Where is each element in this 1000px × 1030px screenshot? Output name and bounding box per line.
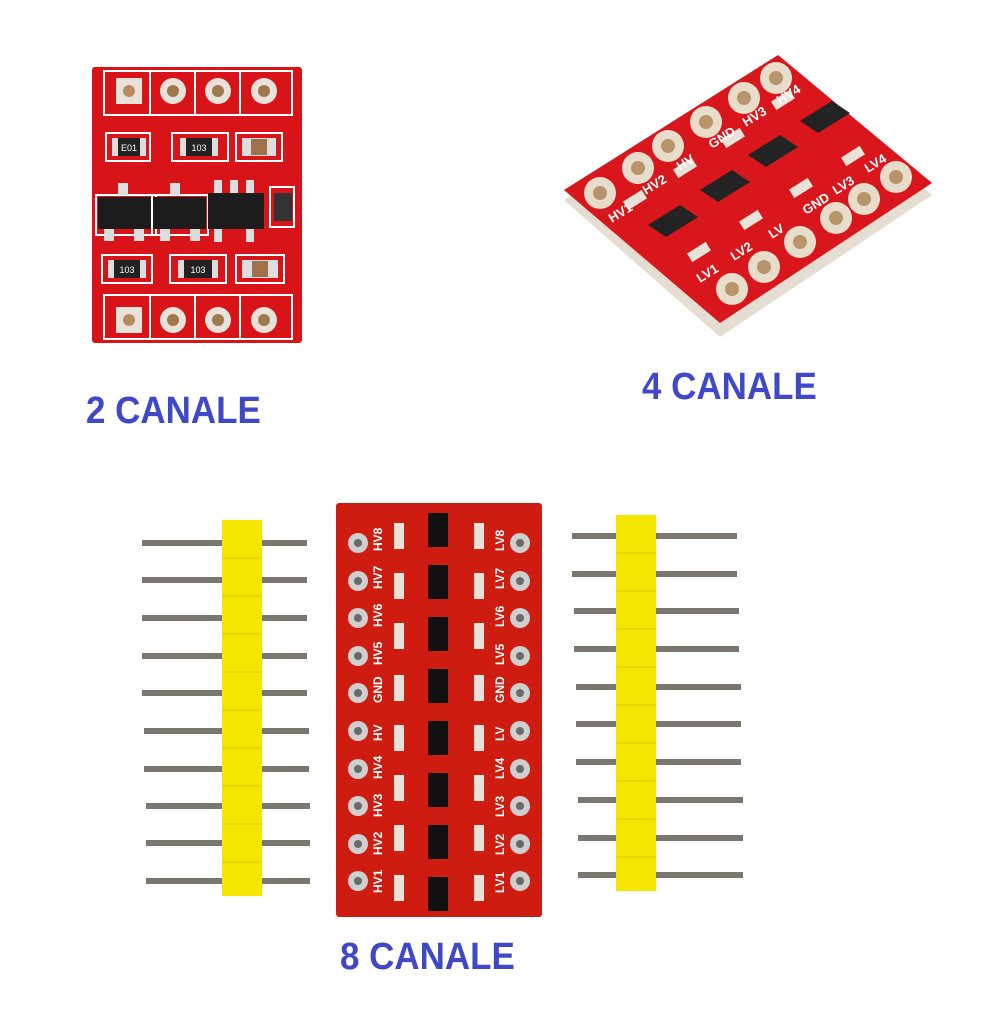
resistor-label: E01 xyxy=(121,143,137,153)
pin-label: LV8 xyxy=(493,530,507,551)
pin-label: LV5 xyxy=(493,644,507,665)
pin-label: HV8 xyxy=(371,527,385,551)
pin-header-left xyxy=(140,520,310,900)
caption-8-channel: 8 CANALE xyxy=(340,936,515,978)
pin-header-right xyxy=(570,515,745,895)
pin-label: HV6 xyxy=(371,603,385,627)
board-4-channel: HV1 HV2 HV GND HV3 HV4 LV1 LV2 LV GND LV… xyxy=(560,55,940,345)
pin-label: LV7 xyxy=(493,568,507,589)
pin-label: HV3 xyxy=(371,793,385,817)
pin-label: LV1 xyxy=(493,872,507,893)
resistor-label: 103 xyxy=(191,143,206,153)
pin-label: HV xyxy=(371,724,385,741)
pin-label: LV xyxy=(493,727,507,741)
caption-2-channel: 2 CANALE xyxy=(86,390,261,432)
pin-label: GND xyxy=(493,676,507,703)
pin-label: HV4 xyxy=(371,755,385,779)
pin-label: HV1 xyxy=(371,869,385,893)
pin-label: LV2 xyxy=(493,834,507,855)
pin-label: LV xyxy=(766,220,787,241)
pin-label: HV5 xyxy=(371,641,385,665)
pin-label: HV7 xyxy=(371,565,385,589)
resistor-label: 103 xyxy=(119,265,134,275)
pin-label: LV4 xyxy=(493,758,507,779)
board-8-channel: HV8 HV7 HV6 HV5 GND HV HV4 HV3 HV2 HV1 L… xyxy=(336,503,542,917)
pin-label: LV3 xyxy=(493,796,507,817)
pin-label: GND xyxy=(371,676,385,703)
board-2-channel: E01 103 103 xyxy=(90,65,305,345)
pin-label: HV2 xyxy=(371,831,385,855)
pin-label: LV6 xyxy=(493,606,507,627)
resistor-label: 103 xyxy=(190,265,205,275)
caption-4-channel: 4 CANALE xyxy=(642,366,817,408)
